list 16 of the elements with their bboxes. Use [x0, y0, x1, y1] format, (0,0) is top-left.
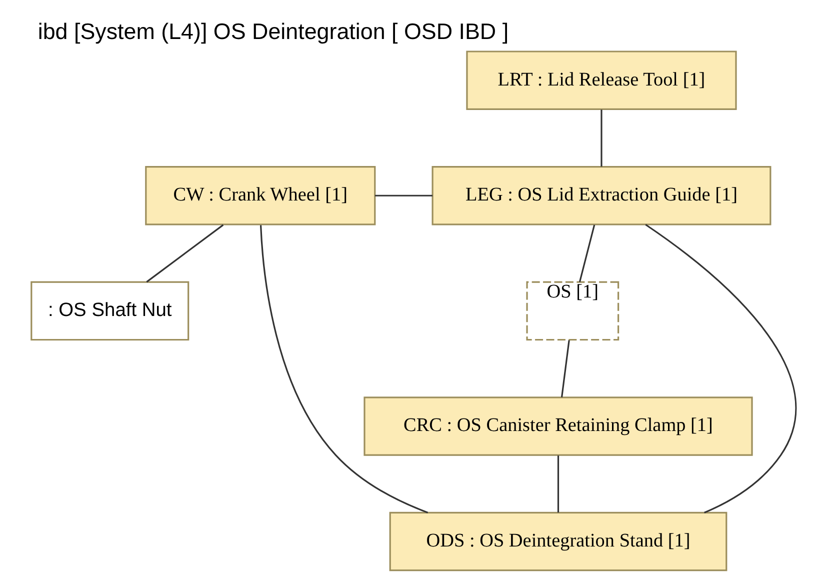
node-box: LRT : Lid Release Tool [1] [466, 50, 736, 110]
node-box: OS [1] [526, 281, 619, 341]
connector [644, 224, 796, 514]
node-box: : OS Shaft Nut [30, 281, 189, 341]
connector [578, 224, 595, 282]
connector [259, 225, 428, 514]
connector [600, 110, 602, 167]
connector [556, 456, 559, 513]
diagram-title: ibd [System (L4)] OS Deintegration [ OSD IBD ] [37, 19, 508, 44]
node-box: LEG : OS Lid Extraction Guide [1] [431, 166, 771, 226]
node-box: ODS : OS Deintegration Stand [1] [388, 512, 727, 572]
node-box: CW : Crank Wheel [1] [144, 166, 376, 226]
node-box: CRC : OS Canister Retaining Clamp [1] [363, 396, 752, 456]
connector [374, 194, 432, 196]
connector [146, 224, 224, 283]
connector [560, 340, 570, 398]
